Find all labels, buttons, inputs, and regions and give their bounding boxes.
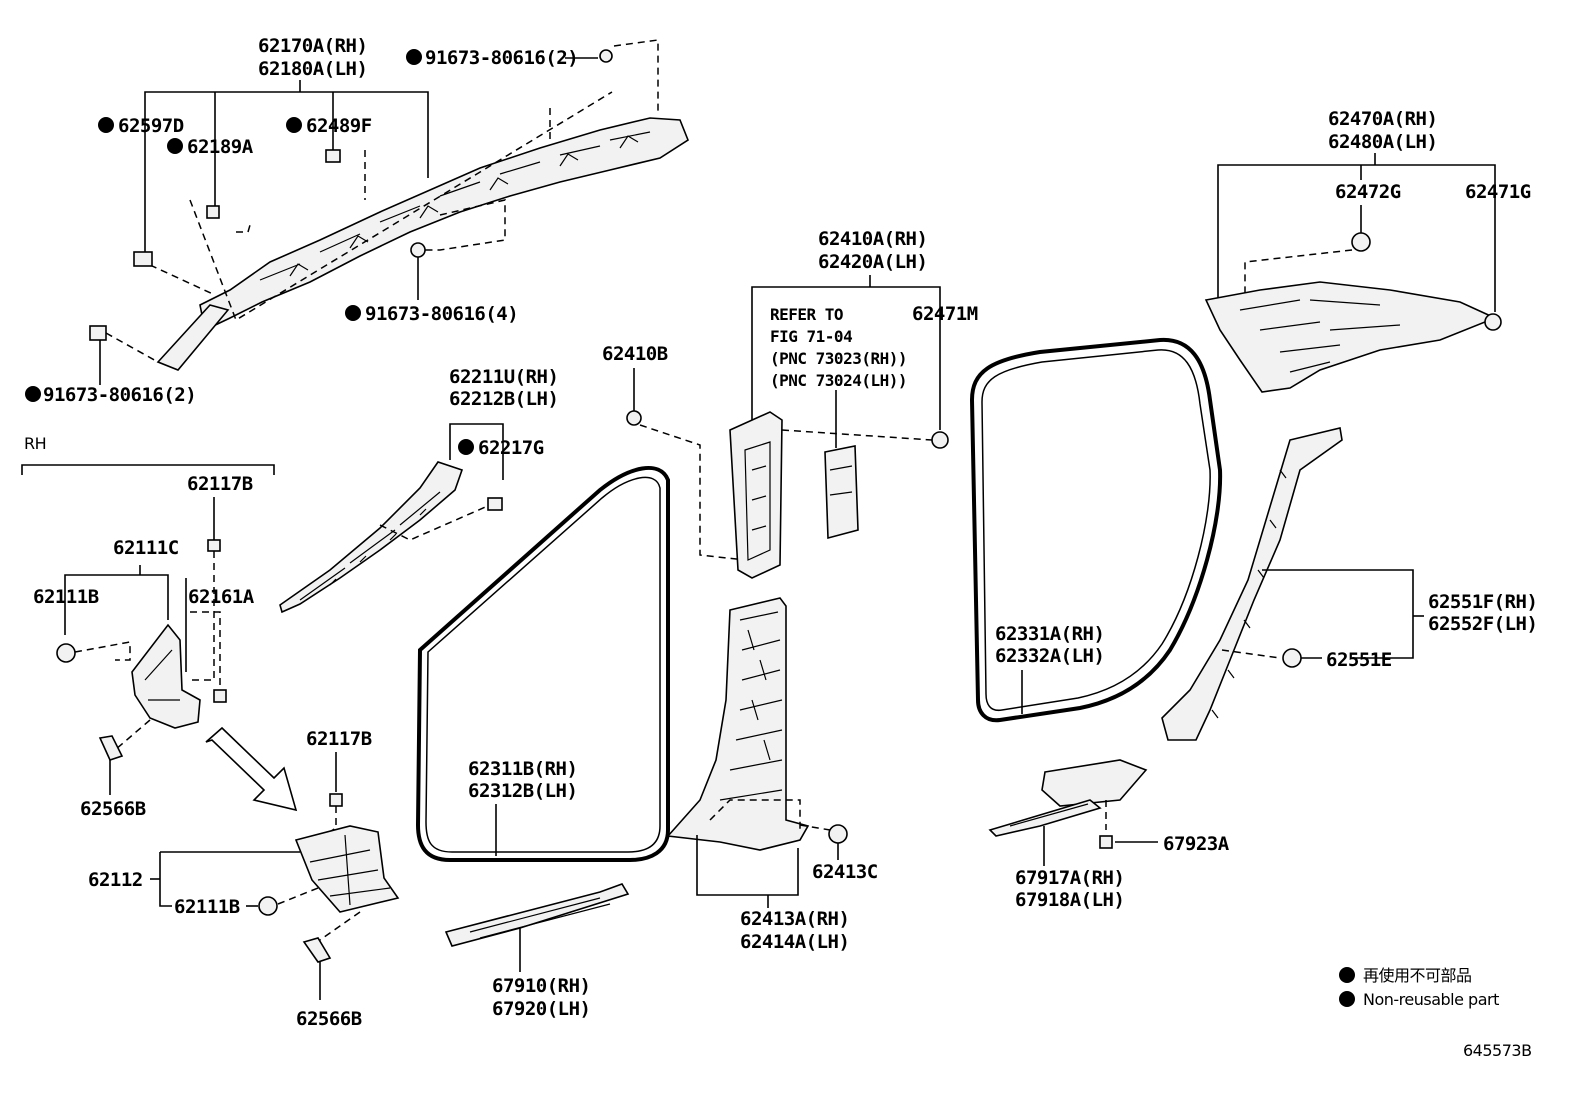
label-62552F: 62552F(LH) bbox=[1428, 613, 1537, 635]
label-62212B: 62212B(LH) bbox=[449, 388, 558, 410]
refer-line-1: REFER TO bbox=[770, 305, 843, 324]
label-62413A: 62413A(RH) bbox=[740, 908, 849, 930]
label-62211U: 62211U(RH) bbox=[449, 366, 558, 388]
label-91673-left: 91673-80616(2) bbox=[43, 384, 196, 406]
refer-line-3: (PNC 73023(RH)) bbox=[770, 349, 907, 368]
label-62312B: 62312B(LH) bbox=[468, 780, 577, 802]
label-62117B-bot: 62117B bbox=[306, 728, 372, 750]
label-62413C: 62413C bbox=[812, 861, 878, 883]
rear-side-trim-group: 62551F(RH) 62552F(LH) 62551E bbox=[1161, 427, 1538, 741]
label-67917A: 67917A(RH) bbox=[1015, 867, 1124, 889]
label-62112: 62112 bbox=[88, 869, 143, 891]
label-62566B-top: 62566B bbox=[80, 798, 146, 820]
label-62117B-top: 62117B bbox=[187, 473, 253, 495]
label-91673-mid: 91673-80616(4) bbox=[365, 303, 518, 325]
label-91673-top: 91673-80616(2) bbox=[425, 47, 578, 69]
legend-en: Non-reusable part bbox=[1363, 990, 1499, 1009]
label-rh: RH bbox=[24, 434, 46, 453]
refer-line-4: (PNC 73024(LH)) bbox=[770, 371, 907, 390]
label-62471M: 62471M bbox=[912, 303, 978, 325]
label-62111B-bot: 62111B bbox=[174, 896, 240, 918]
roof-side-garnish-group: 62170A(RH) 62180A(LH) 62597D 62189A 6248… bbox=[25, 35, 689, 406]
front-weatherstrip-group: 62311B(RH) 62312B(LH) bbox=[415, 465, 670, 862]
center-pillar-upper-group: 62410A(RH) 62420A(LH) REFER TO FIG 71-04… bbox=[602, 228, 978, 579]
front-scuff-group: 67910(RH) 67920(LH) bbox=[444, 883, 630, 1020]
lower-cowl-group: 62117B 62112 62111B 62566B bbox=[88, 728, 400, 1030]
label-62189A: 62189A bbox=[187, 136, 254, 158]
label-62332A: 62332A(LH) bbox=[995, 645, 1104, 667]
drawing-code: 645573B bbox=[1463, 1041, 1532, 1060]
center-pillar-lower-group: 62413C 62413A(RH) 62414A(LH) bbox=[666, 597, 878, 953]
label-62170A: 62170A(RH) bbox=[258, 35, 367, 57]
label-62470A: 62470A(RH) bbox=[1328, 108, 1437, 130]
label-62331A: 62331A(RH) bbox=[995, 623, 1104, 645]
label-62180A: 62180A(LH) bbox=[258, 58, 367, 80]
quarter-trim-group: 62470A(RH) 62480A(LH) 62472G 62471G bbox=[1204, 108, 1531, 393]
label-67910: 67910(RH) bbox=[492, 975, 590, 997]
label-62551F: 62551F(RH) bbox=[1428, 591, 1537, 613]
label-62480A: 62480A(LH) bbox=[1328, 131, 1437, 153]
label-62566B-bot: 62566B bbox=[296, 1008, 362, 1030]
label-67918A: 67918A(LH) bbox=[1015, 889, 1124, 911]
label-62111C: 62111C bbox=[113, 537, 179, 559]
label-62410A: 62410A(RH) bbox=[818, 228, 927, 250]
refer-line-2: FIG 71-04 bbox=[770, 327, 852, 346]
label-62217G: 62217G bbox=[478, 437, 544, 459]
legend: 再使用不可部品 Non-reusable part bbox=[1339, 966, 1500, 1009]
a-pillar-garnish-group: 62211U(RH) 62212B(LH) 62217G bbox=[279, 366, 559, 614]
rear-scuff-group: 67923A 67917A(RH) 67918A(LH) bbox=[988, 759, 1230, 911]
label-62311B: 62311B(RH) bbox=[468, 758, 577, 780]
label-62472G: 62472G bbox=[1335, 181, 1401, 203]
label-62597D: 62597D bbox=[118, 115, 184, 137]
label-62111B-top: 62111B bbox=[33, 586, 99, 608]
label-62161A: 62161A bbox=[188, 586, 255, 608]
label-67923A: 67923A bbox=[1163, 833, 1230, 855]
label-62420A: 62420A(LH) bbox=[818, 251, 927, 273]
label-62489F: 62489F bbox=[306, 115, 372, 137]
label-62414A: 62414A(LH) bbox=[740, 931, 849, 953]
rear-weatherstrip-group: 62331A(RH) 62332A(LH) bbox=[969, 337, 1223, 723]
cowl-side-group: RH 62117B 62111C 62111B 62161A 62566B bbox=[21, 434, 298, 820]
label-62471G: 62471G bbox=[1465, 181, 1531, 203]
label-62410B: 62410B bbox=[602, 343, 668, 365]
legend-jp: 再使用不可部品 bbox=[1363, 966, 1472, 985]
label-67920: 67920(LH) bbox=[492, 998, 590, 1020]
label-62551E: 62551E bbox=[1326, 649, 1392, 671]
